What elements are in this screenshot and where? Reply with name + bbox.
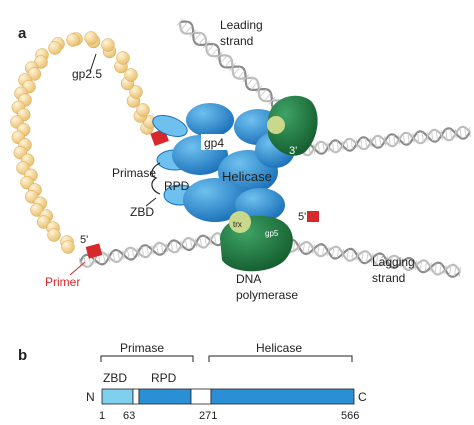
leading-strand-template — [176, 18, 289, 116]
primer-leader — [69, 261, 86, 276]
gp4-domain-map: Primase Helicase ZBD RPD N C 1 63 271 56… — [86, 341, 367, 422]
gp2-5-label: gp2.5 — [72, 67, 102, 81]
leading-polymerase — [267, 95, 318, 156]
helicase-domain-label: Helicase — [256, 341, 302, 355]
c-terminus-label: C — [358, 390, 367, 404]
leading-strand-duplex — [299, 125, 471, 157]
gp2-5-leader — [89, 53, 97, 73]
helicase-bracket — [208, 355, 353, 362]
panel-b-letter: b — [18, 347, 27, 364]
trx-label: trx — [233, 220, 242, 229]
gp4-label-bg — [201, 134, 231, 150]
lagging-five-prime-label: 5' — [298, 211, 306, 223]
tick-566: 566 — [341, 410, 359, 422]
tick-1: 1 — [99, 410, 105, 422]
primer-label: Primer — [45, 275, 80, 289]
primase-label: Primase — [112, 166, 156, 180]
tick-271: 271 — [199, 410, 217, 422]
zbd-domain-label: ZBD — [103, 371, 127, 385]
zbd-leader — [145, 197, 157, 207]
leading-strand-label-2: strand — [220, 34, 253, 48]
dna-polymerase-label-2: polymerase — [236, 288, 298, 302]
leading-strand-label-1: Leading — [220, 18, 263, 32]
lagging-polymerase — [220, 211, 293, 272]
rpd-segment — [138, 388, 192, 405]
lagging-strand-label-2: strand — [372, 271, 405, 285]
three-prime-label: 3' — [289, 145, 297, 157]
primer-five-prime-label: 5' — [80, 234, 88, 246]
helicase-label: Helicase — [222, 169, 272, 184]
primase-domain-label: Primase — [120, 341, 164, 355]
lagging-strand-duplex-left — [78, 232, 227, 268]
primase-brace — [151, 162, 161, 195]
n-terminus-label: N — [86, 390, 95, 404]
zbd-label: ZBD — [130, 205, 154, 219]
linker-segment-2 — [190, 388, 212, 405]
rpd-label: RPD — [164, 179, 190, 193]
zbd-segment — [101, 388, 134, 405]
helicase-segment — [210, 388, 355, 405]
tick-63: 63 — [123, 410, 135, 422]
primer-marker — [85, 243, 103, 259]
primer-block-lagging — [307, 211, 319, 222]
primase-bracket — [100, 355, 194, 362]
gp4-label: gp4 — [204, 136, 224, 150]
panel-a-letter: a — [18, 25, 27, 42]
linker-segment-1 — [132, 388, 140, 405]
lagging-strand-label-1: Lagging — [372, 255, 415, 269]
dna-polymerase-label-1: DNA — [236, 272, 261, 286]
gp5-label: gp5 — [265, 229, 279, 238]
gp2-5-bead-chain — [10, 31, 157, 254]
rpd-domain-label: RPD — [151, 371, 177, 385]
